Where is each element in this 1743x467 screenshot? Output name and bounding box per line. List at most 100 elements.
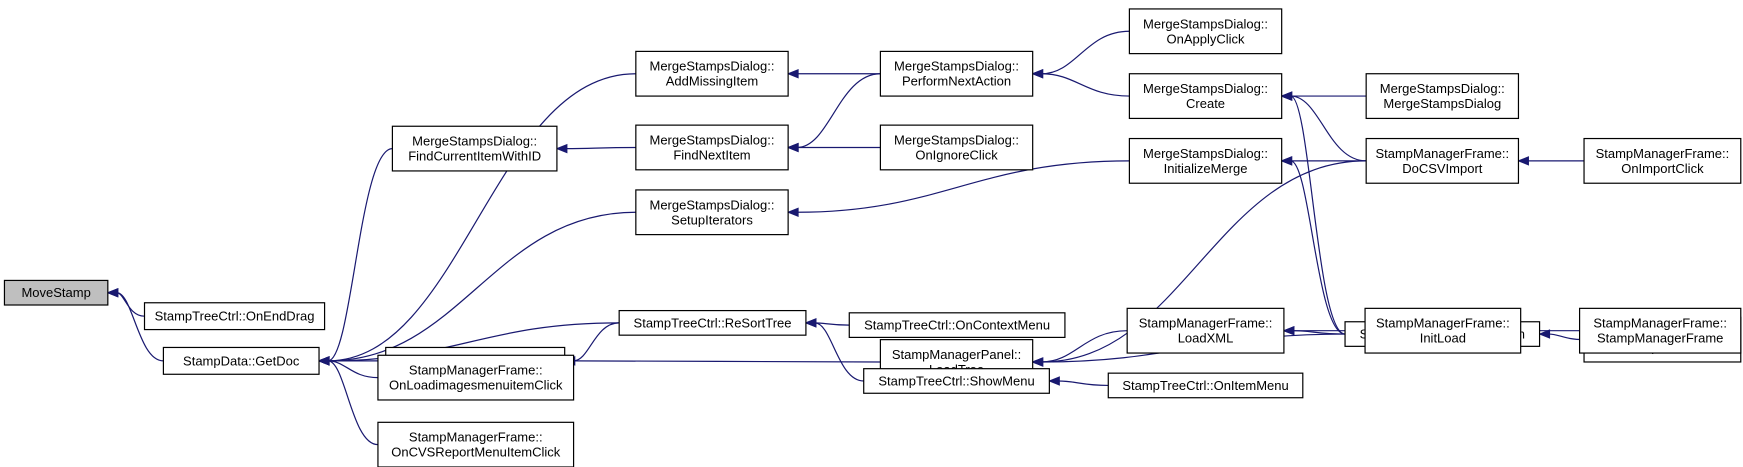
node-stamptreectrl-onenddrag[interactable]: StampTreeCtrl::OnEndDrag: [143, 302, 326, 331]
node-msd-addmissingitem[interactable]: MergeStampsDialog::AddMissingItem: [635, 50, 789, 97]
arrowhead: [106, 287, 119, 298]
node-box[interactable]: [3, 279, 109, 306]
node-msd-initializemerge[interactable]: MergeStampsDialog::InitializeMerge: [1128, 137, 1283, 184]
edge-msd-findnextitem-to-msd-findcurrentitemwithid: [565, 146, 636, 150]
node-msd-findcurrentitemwithid[interactable]: MergeStampsDialog::FindCurrentItemWithID: [391, 125, 558, 172]
node-label: MergeStampsDialog::: [649, 132, 774, 147]
node-label: StampManagerFrame::: [409, 363, 543, 378]
arrowhead: [786, 207, 799, 218]
node-label: StampData::GetDoc: [183, 353, 300, 368]
arrowhead: [317, 356, 330, 366]
edge-smf-oncvsreport-to-stampdata-getdoc: [327, 360, 379, 446]
node-box[interactable]: [1578, 307, 1742, 354]
node-box[interactable]: [879, 50, 1034, 97]
node-label: StampManagerFrame::: [1139, 316, 1273, 331]
node-label: MergeStampsDialog::: [412, 134, 537, 149]
node-stc-resorttree[interactable]: StampTreeCtrl::ReSortTree: [618, 309, 807, 336]
node-box[interactable]: [1128, 137, 1283, 184]
node-msd-performnextaction[interactable]: MergeStampsDialog::PerformNextAction: [879, 50, 1034, 97]
node-box[interactable]: [879, 124, 1034, 171]
node-label: OnIgnoreClick: [915, 147, 998, 162]
node-smf-oncvsreport[interactable]: StampManagerFrame::OnCVSReportMenuItemCl…: [377, 421, 575, 467]
node-msd-onapplyclick[interactable]: MergeStampsDialog::OnApplyClick: [1128, 8, 1283, 55]
edge-smf-loadxml-to-smp-loadtree: [1041, 330, 1128, 363]
edge-smf-docsvimport-to-smp-loadtree: [1041, 160, 1367, 363]
node-label: StampTreeCtrl::OnItemMenu: [1122, 378, 1288, 393]
node-box[interactable]: [1583, 137, 1742, 184]
node-smf-onimportclick[interactable]: StampManagerFrame::OnImportClick: [1583, 137, 1742, 184]
node-msd-findnextitem[interactable]: MergeStampsDialog::FindNextItem: [635, 124, 789, 171]
node-label: MergeStampsDialog::: [1380, 81, 1505, 96]
node-msd-onignoreclick[interactable]: MergeStampsDialog::OnIgnoreClick: [879, 124, 1034, 171]
node-label: StampTreeCtrl::ShowMenu: [878, 373, 1034, 388]
node-box[interactable]: [143, 302, 326, 331]
node-msd-create[interactable]: MergeStampsDialog::Create: [1128, 73, 1283, 120]
node-msd-setupiterators[interactable]: MergeStampsDialog::SetupIterators: [635, 189, 789, 236]
node-box[interactable]: [377, 421, 575, 467]
node-smf-docsvimport[interactable]: StampManagerFrame::DoCSVImport: [1365, 137, 1520, 184]
edge-stc-showmenu-to-stc-resorttree: [814, 322, 864, 382]
arrowhead: [786, 68, 799, 79]
node-label: StampTreeCtrl::OnEndDrag: [155, 309, 315, 324]
node-label: Create: [1186, 96, 1225, 111]
node-box[interactable]: [848, 312, 1066, 339]
node-box[interactable]: [1364, 307, 1522, 354]
node-movestamp[interactable]: MoveStamp: [3, 279, 109, 306]
node-box[interactable]: [1365, 73, 1520, 120]
edge-smp-loadtree-to-stc-loadtree: [573, 360, 881, 363]
node-smf-loadxml[interactable]: StampManagerFrame::LoadXML: [1126, 307, 1285, 354]
node-box[interactable]: [635, 124, 789, 171]
node-box[interactable]: [618, 309, 807, 336]
node-box[interactable]: [391, 125, 558, 172]
node-msd-ctor[interactable]: MergeStampsDialog::MergeStampsDialog: [1365, 73, 1520, 120]
node-label: StampManagerFrame::: [409, 430, 543, 445]
arrowhead: [786, 142, 799, 153]
node-label: PerformNextAction: [902, 74, 1011, 89]
edge-stampdata-getdoc-to-movestamp: [116, 292, 164, 362]
node-box[interactable]: [1126, 307, 1285, 354]
node-box[interactable]: [1128, 8, 1283, 55]
node-label: MergeStampsDialog::: [894, 59, 1019, 74]
node-smf-onloadimages[interactable]: StampManagerFrame::OnLoadimagesmenuitemC…: [377, 354, 575, 401]
node-label: LoadXML: [1178, 331, 1234, 346]
arrowhead: [1048, 376, 1060, 386]
edge-stc-onitemmenu-to-stc-showmenu: [1058, 380, 1109, 387]
node-box[interactable]: [1128, 73, 1283, 120]
node-label: StampManagerFrame::: [1375, 146, 1509, 161]
node-box[interactable]: [377, 354, 575, 401]
node-label: OnImportClick: [1621, 161, 1704, 176]
node-label: StampTreeCtrl::ReSortTree: [634, 315, 792, 330]
nodes-layer: MoveStampStampData::GetDocStampTreeCtrl:…: [3, 8, 1742, 467]
edge-msd-addmissingitem-to-stampdata-getdoc: [328, 73, 636, 362]
edge-msd-performnextaction-to-msd-findnextitem: [797, 73, 881, 149]
node-box[interactable]: [1107, 372, 1304, 399]
node-label: InitLoad: [1420, 331, 1466, 346]
node-smf-initload[interactable]: StampManagerFrame::InitLoad: [1364, 307, 1522, 354]
node-stc-oncontextmenu[interactable]: StampTreeCtrl::OnContextMenu: [848, 312, 1066, 339]
node-label: StampManagerFrame::: [1593, 316, 1727, 331]
node-label: DoCSVImport: [1402, 161, 1483, 176]
node-label: MergeStampsDialog::: [1143, 81, 1268, 96]
node-stampdata-getdoc[interactable]: StampData::GetDoc: [162, 346, 320, 375]
node-label: InitializeMerge: [1164, 161, 1248, 176]
arrowhead: [804, 318, 817, 328]
edge-msd-initializemerge-to-msd-setupiterators: [797, 160, 1130, 213]
node-label: SetupIterators: [671, 212, 753, 227]
node-label: AddMissingItem: [666, 74, 758, 89]
node-box[interactable]: [1365, 137, 1520, 184]
node-label: StampManagerFrame::: [1376, 316, 1510, 331]
node-stc-showmenu[interactable]: StampTreeCtrl::ShowMenu: [863, 368, 1050, 394]
node-box[interactable]: [863, 368, 1050, 394]
arrowhead: [1031, 68, 1044, 79]
node-label: FindCurrentItemWithID: [408, 149, 541, 164]
edges-layer: [106, 30, 1585, 446]
node-box[interactable]: [162, 346, 320, 375]
arrowhead: [1282, 325, 1295, 336]
node-label: MergeStampsDialog::: [1143, 146, 1268, 161]
node-box[interactable]: [635, 189, 789, 236]
node-box[interactable]: [635, 50, 789, 97]
node-stc-onitemmenu[interactable]: StampTreeCtrl::OnItemMenu: [1107, 372, 1304, 399]
node-smf-ctor[interactable]: StampManagerFrame::StampManagerFrame: [1578, 307, 1742, 354]
node-label: StampTreeCtrl::OnContextMenu: [864, 318, 1050, 333]
